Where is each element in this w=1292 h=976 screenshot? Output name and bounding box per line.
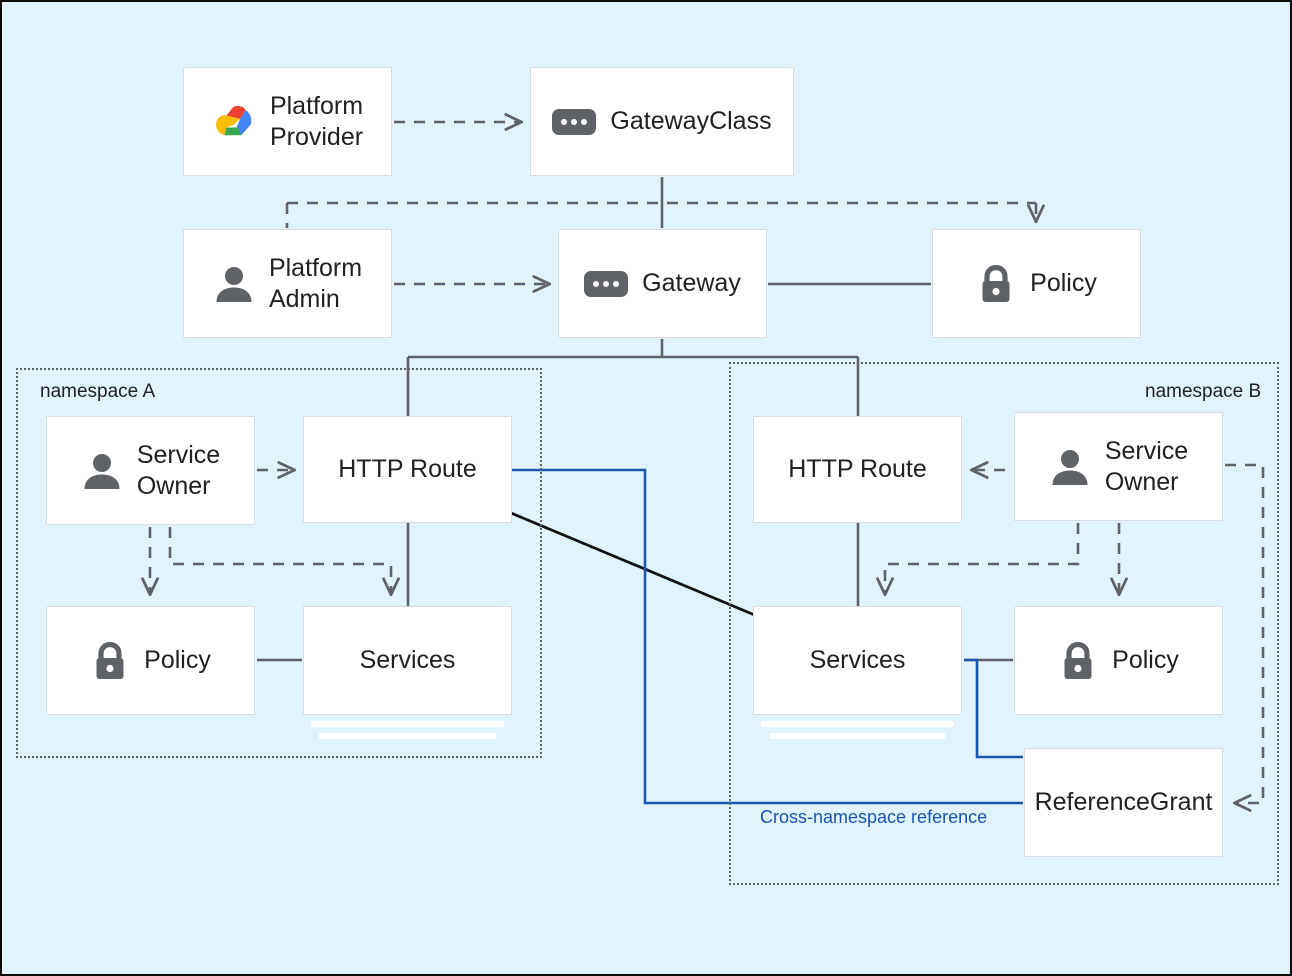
node-policy-b[interactable]: Policy	[1014, 606, 1223, 715]
node-services-a[interactable]: Services	[303, 606, 512, 715]
node-reference-grant[interactable]: ReferenceGrant	[1024, 748, 1223, 857]
node-platform-provider[interactable]: Platform Provider	[183, 67, 392, 176]
cross-namespace-reference-label: Cross-namespace reference	[760, 807, 988, 827]
node-label: Platform Provider	[269, 92, 364, 151]
services-a-stack-bar-2	[319, 733, 496, 739]
node-label: Platform Admin	[268, 254, 363, 313]
chip-icon	[552, 108, 597, 135]
lock-icon	[1064, 641, 1092, 679]
node-http-route-a[interactable]: HTTP Route	[303, 416, 512, 523]
person-icon	[1052, 449, 1088, 485]
node-policy-a[interactable]: Policy	[46, 606, 255, 715]
person-icon	[84, 453, 120, 489]
services-b-stack-bar-2	[769, 733, 946, 739]
node-service-owner-b[interactable]: Service Owner	[1014, 412, 1223, 521]
google-cloud-icon	[216, 105, 252, 135]
node-label: HTTP Route	[338, 455, 477, 484]
node-label: HTTP Route	[788, 455, 927, 484]
node-label: Service Owner	[1104, 437, 1189, 496]
node-label: GatewayClass	[610, 107, 772, 136]
lock-icon	[96, 641, 124, 679]
node-service-owner-a[interactable]: Service Owner	[46, 416, 255, 525]
node-label: Policy	[1030, 269, 1097, 298]
node-label: Services	[809, 646, 906, 675]
services-b-stack-bar-1	[761, 721, 954, 727]
node-http-route-b[interactable]: HTTP Route	[753, 416, 962, 523]
node-gateway[interactable]: Gateway	[558, 229, 767, 338]
chip-icon	[584, 270, 629, 297]
node-label: ReferenceGrant	[1034, 788, 1213, 817]
node-label: Policy	[1112, 646, 1179, 675]
node-label: Service Owner	[136, 441, 221, 500]
node-services-b[interactable]: Services	[753, 606, 962, 715]
namespace-b-label: namespace B	[1145, 381, 1262, 402]
node-policy-top[interactable]: Policy	[932, 229, 1141, 338]
person-icon	[216, 266, 252, 302]
namespace-a-label: namespace A	[40, 381, 156, 402]
node-platform-admin[interactable]: Platform Admin	[183, 229, 392, 338]
node-gateway-class[interactable]: GatewayClass	[530, 67, 794, 176]
cross-namespace-backend-line	[510, 511, 758, 618]
node-label: Services	[359, 646, 456, 675]
services-a-stack-bar-1	[311, 721, 504, 727]
node-label: Gateway	[642, 269, 741, 298]
node-label: Policy	[144, 646, 211, 675]
lock-icon	[982, 264, 1010, 302]
